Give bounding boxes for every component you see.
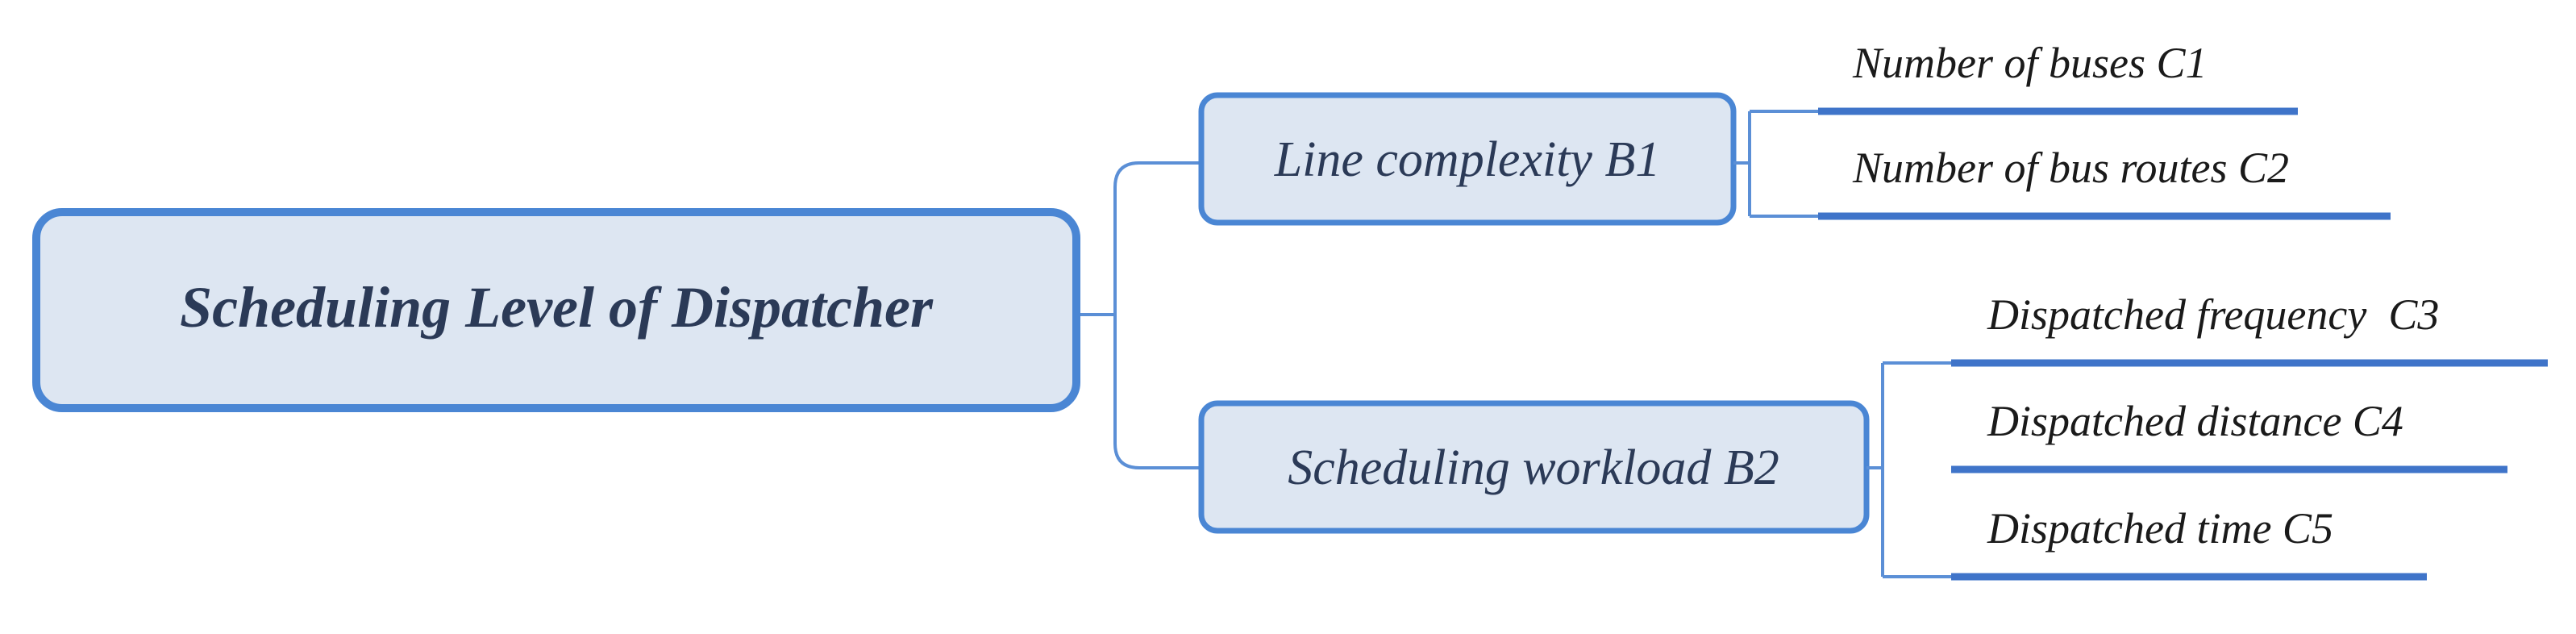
leaf-node-c4-label: Dispatched distance C4 [1987,397,2403,445]
branch-node-b1-label: Line complexity B1 [1274,132,1661,187]
root-node-box [32,208,1080,412]
connector-b2-leaves [1866,361,1951,578]
leaf-node-c2[interactable]: Number of bus routes C2 [1818,144,2391,220]
leaf-node-c1[interactable]: Number of buses C1 [1818,39,2298,115]
connector-root-b1 [1076,161,1201,316]
leaf-node-c5[interactable]: Dispatched time C5 [1951,504,2427,581]
connector-b1-leaves [1733,110,1818,218]
leaf-node-c3-label: Dispatched frequency C3 [1987,290,2439,339]
branch-node-b2[interactable]: Scheduling workload B2 [1198,400,1870,534]
root-node-label: Scheduling Level of Dispatcher [180,275,934,340]
leaf-node-c2-label: Number of bus routes C2 [1852,144,2289,192]
leaf-node-c3[interactable]: Dispatched frequency C3 [1951,290,2548,367]
connector-root-b2 [1113,315,1201,469]
leaf-node-c1-label: Number of buses C1 [1852,39,2208,87]
branch-node-b1[interactable]: Line complexity B1 [1198,92,1737,226]
branch-node-b2-label: Scheduling workload B2 [1288,440,1779,495]
branch-node-b1-box [1198,92,1737,226]
leaf-node-c4[interactable]: Dispatched distance C4 [1951,397,2507,473]
root-node[interactable]: Scheduling Level of Dispatcher [32,208,1080,412]
leaf-node-c5-label: Dispatched time C5 [1987,504,2333,553]
